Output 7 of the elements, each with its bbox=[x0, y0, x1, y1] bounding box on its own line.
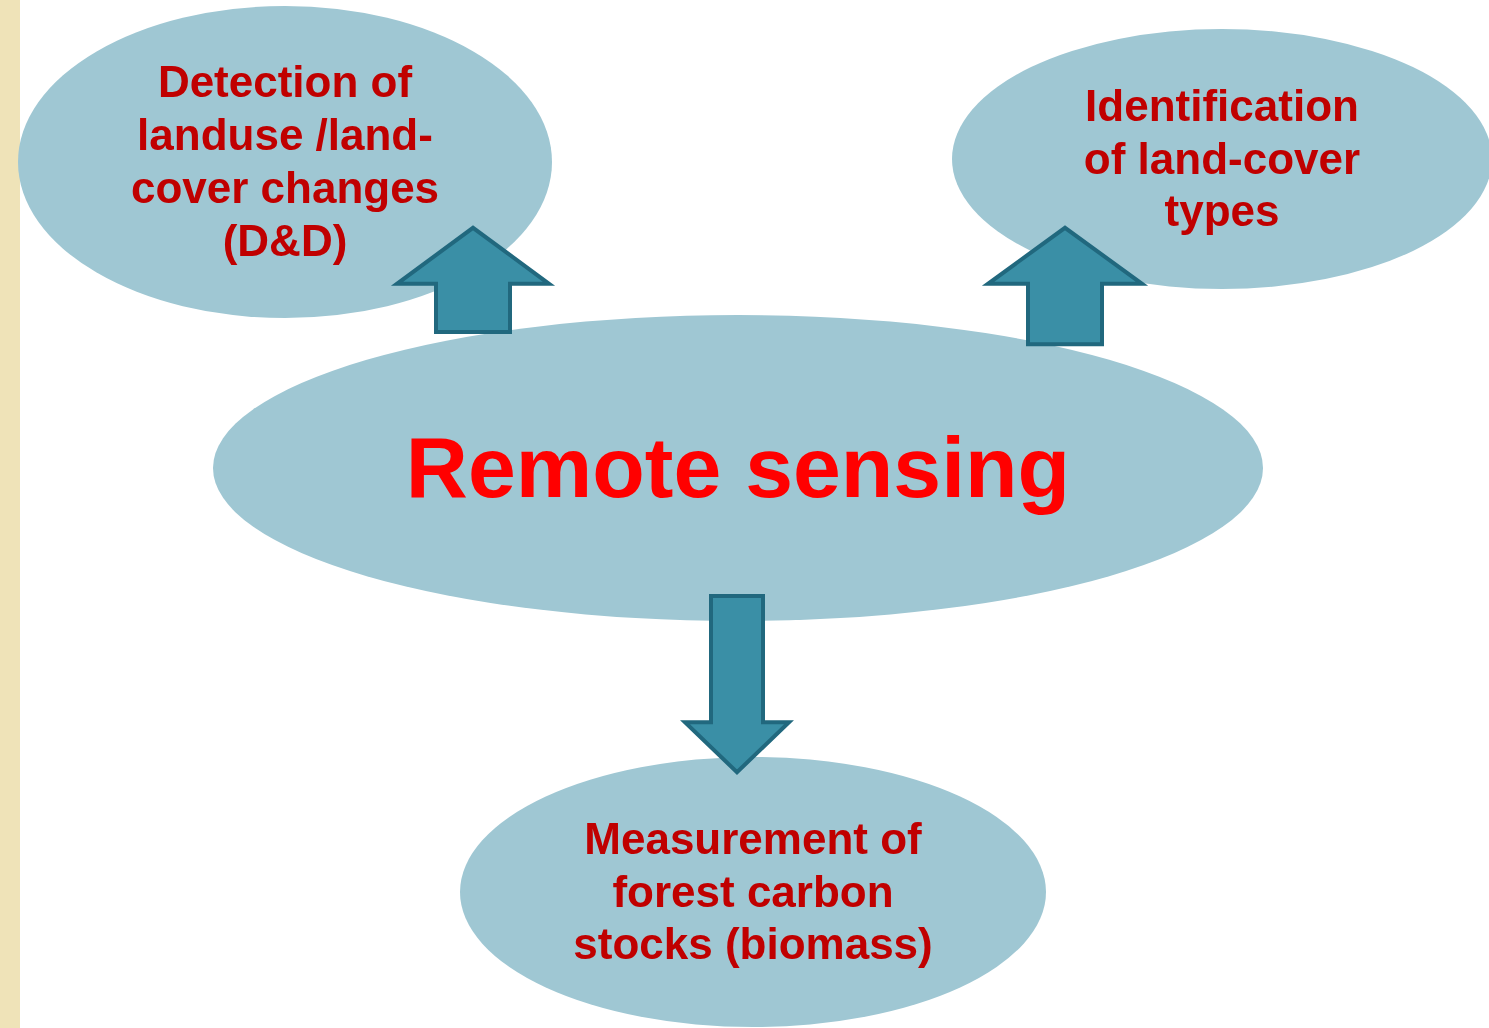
node-label: Identification of land-cover types bbox=[1082, 79, 1362, 238]
node-label: Measurement of forest carbon stocks (biomass) bbox=[572, 812, 934, 971]
node-label: Remote sensing bbox=[404, 418, 1072, 518]
block-arrow bbox=[981, 225, 1149, 347]
block-arrow bbox=[680, 594, 794, 775]
node-label: Detection of landuse /land-cover changes (D&D) bbox=[129, 56, 441, 267]
block-arrow bbox=[390, 225, 556, 334]
